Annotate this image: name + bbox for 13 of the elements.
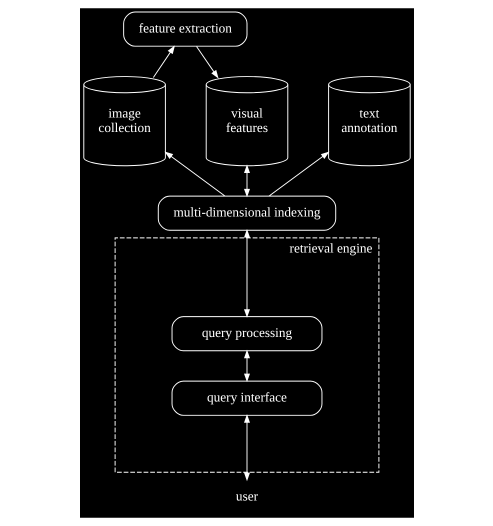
arrow <box>244 350 250 382</box>
arrow <box>152 45 174 78</box>
node-box: feature extraction <box>122 12 247 47</box>
arrow <box>244 414 250 482</box>
node-text: user <box>235 488 258 504</box>
arrow <box>196 46 218 79</box>
arrow <box>268 152 329 197</box>
arrow <box>244 228 250 318</box>
arrow <box>164 152 226 197</box>
node-box: multi-dimensional indexing <box>157 196 336 231</box>
node-box: query processing <box>171 316 322 352</box>
arrow <box>244 164 250 198</box>
node-box: query interface <box>171 380 322 416</box>
